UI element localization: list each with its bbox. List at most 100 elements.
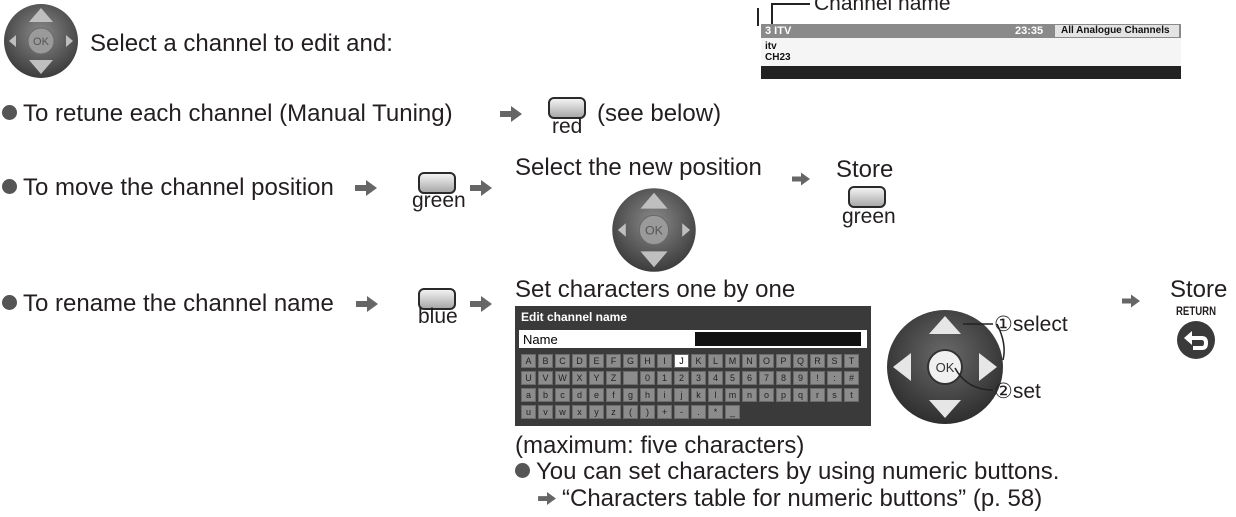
retune-row: To retune each channel (Manual Tuning) (2, 100, 453, 128)
banner-channel: 3 ITV (765, 25, 792, 37)
key-cell[interactable]: u (521, 405, 536, 419)
key-cell[interactable]: a (521, 388, 536, 402)
key-cell[interactable]: ) (640, 405, 655, 419)
key-cell[interactable]: Y (589, 371, 604, 385)
key-cell[interactable]: - (674, 405, 689, 419)
key-cell[interactable]: c (555, 388, 570, 402)
set-callout: ②set (994, 380, 1041, 403)
key-cell[interactable]: U (521, 371, 536, 385)
key-cell[interactable]: M (725, 354, 740, 368)
key-cell[interactable]: v (538, 405, 553, 419)
key-cell[interactable]: 8 (776, 371, 791, 385)
bullet-icon (515, 463, 530, 479)
key-cell[interactable]: j (674, 388, 689, 402)
key-cell[interactable]: S (827, 354, 842, 368)
name-field[interactable] (695, 332, 861, 346)
red-button-icon (548, 97, 586, 119)
key-cell[interactable]: x (572, 405, 587, 419)
key-cell[interactable]: h (640, 388, 655, 402)
key-cell[interactable]: P (776, 354, 791, 368)
key-cell[interactable]: Z (606, 371, 621, 385)
key-cell[interactable]: g (623, 388, 638, 402)
key-cell[interactable]: 0 (640, 371, 655, 385)
key-cell[interactable]: B (538, 354, 553, 368)
key-cell[interactable]: K (691, 354, 706, 368)
key-cell[interactable] (623, 371, 638, 385)
key-cell[interactable]: # (844, 371, 859, 385)
key-cell[interactable]: J (674, 354, 689, 368)
key-cell[interactable]: V (538, 371, 553, 385)
key-cell[interactable]: _ (725, 405, 740, 419)
key-cell[interactable]: H (640, 354, 655, 368)
key-cell[interactable]: i (657, 388, 672, 402)
retune-note: (see below) (597, 100, 722, 127)
key-cell[interactable]: l (708, 388, 723, 402)
move-store-label: Store (836, 156, 894, 183)
key-cell[interactable]: e (589, 388, 604, 402)
key-cell[interactable]: w (555, 405, 570, 419)
key-cell[interactable]: I (657, 354, 672, 368)
key-cell[interactable]: D (572, 354, 587, 368)
key-cell[interactable]: n (742, 388, 757, 402)
key-cell[interactable]: . (691, 405, 706, 419)
key-cell[interactable]: 6 (742, 371, 757, 385)
retune-text: To retune each channel (Manual Tuning) (23, 100, 453, 127)
key-cell[interactable]: z (606, 405, 621, 419)
key-cell[interactable]: y (589, 405, 604, 419)
bullet-icon (2, 295, 17, 311)
key-cell[interactable]: X (572, 371, 587, 385)
key-cell[interactable]: b (538, 388, 553, 402)
key-cell[interactable]: m (725, 388, 740, 402)
key-cell[interactable]: 1 (657, 371, 672, 385)
key-cell[interactable]: r (810, 388, 825, 402)
key-cell[interactable]: k (691, 388, 706, 402)
key-cell[interactable]: W (555, 371, 570, 385)
rename-text: To rename the channel name (23, 290, 334, 317)
banner-list-label: All Analogue Channels (1061, 25, 1170, 36)
characters-table-ref[interactable]: “Characters table for numeric buttons” (… (562, 485, 1043, 512)
key-cell[interactable]: 5 (725, 371, 740, 385)
editor-title: Edit channel name (521, 310, 628, 324)
retune-button-caption: red (552, 115, 583, 138)
key-cell[interactable]: N (742, 354, 757, 368)
key-cell[interactable]: C (555, 354, 570, 368)
key-cell[interactable]: O (759, 354, 774, 368)
key-cell[interactable]: ! (810, 371, 825, 385)
rename-button-caption: blue (418, 305, 458, 328)
key-cell[interactable]: T (844, 354, 859, 368)
key-cell[interactable]: : (827, 371, 842, 385)
svg-text:OK: OK (33, 36, 50, 48)
key-cell[interactable]: 3 (691, 371, 706, 385)
key-cell[interactable]: o (759, 388, 774, 402)
return-label: RETURN (1176, 304, 1216, 318)
rename-row: To rename the channel name (2, 290, 334, 318)
select-callout: ①select (994, 313, 1068, 336)
move-button-caption: green (412, 189, 466, 212)
key-cell[interactable]: * (708, 405, 723, 419)
key-cell[interactable]: 7 (759, 371, 774, 385)
key-cell[interactable]: f (606, 388, 621, 402)
key-cell[interactable]: G (623, 354, 638, 368)
rename-header: Set characters one by one (515, 276, 796, 303)
key-cell[interactable]: 2 (674, 371, 689, 385)
key-cell[interactable]: 9 (793, 371, 808, 385)
key-cell[interactable]: ( (623, 405, 638, 419)
key-cell[interactable]: L (708, 354, 723, 368)
ok-dpad-icon: OK (612, 188, 696, 272)
key-cell[interactable]: A (521, 354, 536, 368)
key-cell[interactable]: R (810, 354, 825, 368)
key-cell[interactable]: d (572, 388, 587, 402)
key-cell[interactable]: t (844, 388, 859, 402)
key-cell[interactable]: + (657, 405, 672, 419)
key-cell[interactable]: F (606, 354, 621, 368)
callout-lines (954, 323, 1005, 391)
key-cell[interactable]: 4 (708, 371, 723, 385)
key-cell[interactable]: p (776, 388, 791, 402)
key-cell[interactable]: q (793, 388, 808, 402)
blue-button-icon (418, 288, 456, 310)
key-cell[interactable]: s (827, 388, 842, 402)
key-cell[interactable]: E (589, 354, 604, 368)
key-cell[interactable]: Q (793, 354, 808, 368)
callout-label: Channel name (814, 0, 951, 15)
